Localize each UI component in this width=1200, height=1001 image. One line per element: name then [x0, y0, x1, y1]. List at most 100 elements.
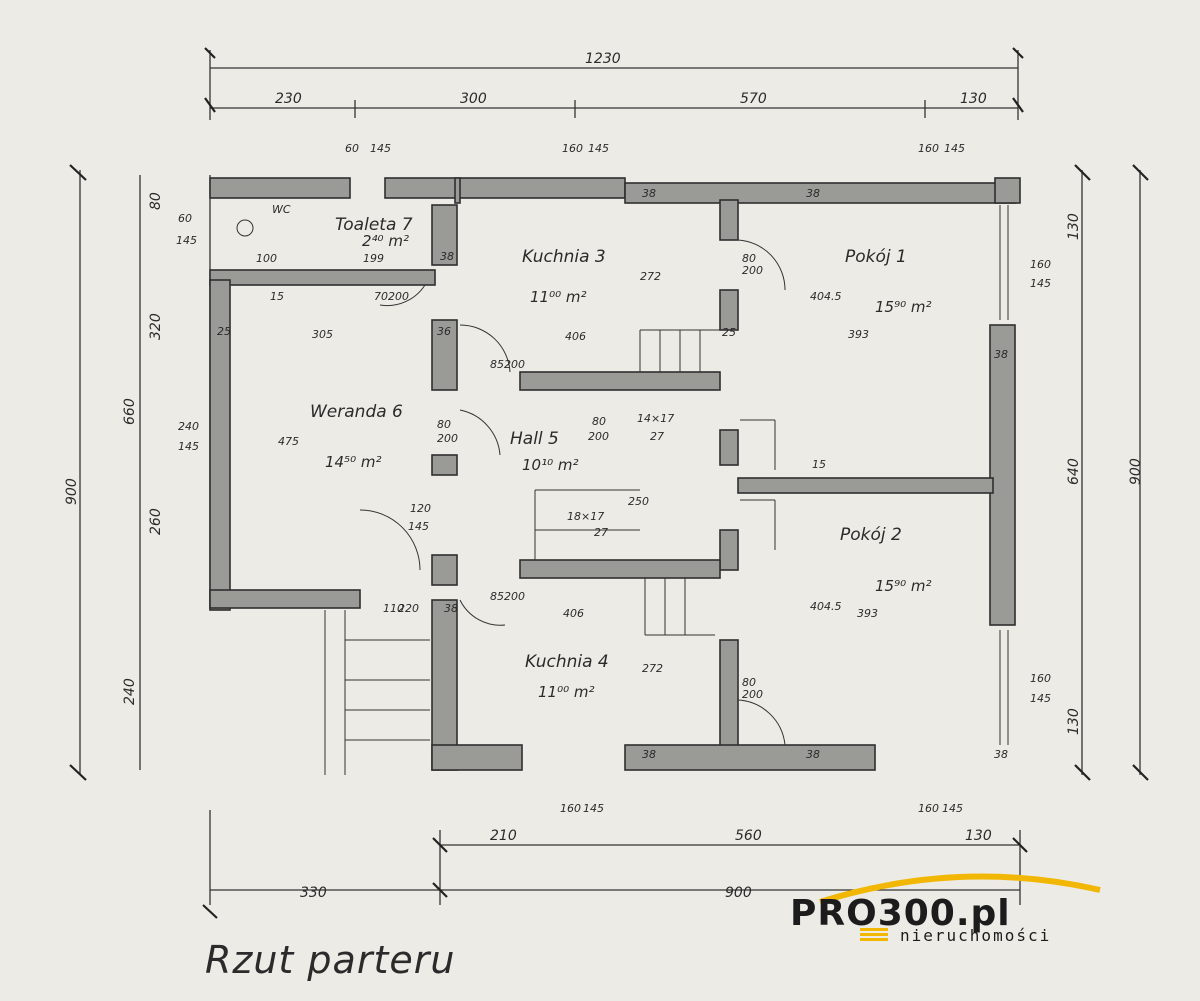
dim-label: 160 — [1030, 258, 1051, 271]
room-area-pokoj-2: 15⁹⁰ m² — [875, 577, 932, 595]
room-name-pokoj-1: Pokój 1 — [845, 247, 907, 267]
dim-label: 145 — [176, 234, 197, 247]
dim-label: 145 — [370, 142, 391, 155]
dim-label: 393 — [848, 328, 869, 341]
room-name-kuchnia-4: Kuchnia 4 — [525, 652, 609, 672]
dim-label: 120 — [410, 502, 431, 515]
dim-label: 200 — [504, 590, 525, 603]
dim-label: 85 — [490, 590, 504, 603]
logo-brand: PRO300.pl — [790, 893, 1011, 934]
dim-label: 200 — [504, 358, 525, 371]
dim-label: 27 — [650, 430, 664, 443]
dim-label: 145 — [588, 142, 609, 155]
dim-label: 25 — [217, 325, 231, 338]
dim-label: 70 — [374, 290, 388, 303]
dim-label: 160 — [562, 142, 583, 155]
dim-top-3: 570 — [740, 91, 767, 107]
dim-left-3: 660 — [122, 398, 138, 425]
dim-label: 240 — [178, 420, 199, 433]
dim-left-total: 900 — [64, 478, 80, 505]
dim-label: 80 — [437, 418, 451, 431]
dim-label: 145 — [1030, 277, 1051, 290]
dim-right-1: 130 — [1066, 213, 1082, 240]
dim-label: 272 — [642, 662, 663, 675]
room-area-kuchnia-4: 11⁰⁰ m² — [538, 683, 595, 701]
company-logo: PRO300.pl nieruchomości — [790, 868, 1150, 948]
dim-label: 406 — [565, 330, 586, 343]
dim-label: 38 — [806, 187, 820, 200]
dim-label: 38 — [642, 187, 656, 200]
logo-arc-icon — [819, 873, 1101, 905]
dim-left-5: 240 — [122, 678, 138, 705]
dim-label: 160 — [918, 802, 939, 815]
dim-label: 200 — [588, 430, 609, 443]
dim-label: 38 — [994, 348, 1008, 361]
room-name-hall-5: Hall 5 — [510, 429, 559, 449]
dim-top-2: 300 — [460, 91, 487, 107]
dim-label: 38 — [806, 748, 820, 761]
dim-top-4: 130 — [960, 91, 987, 107]
dim-label: 145 — [944, 142, 965, 155]
dim-bottom-1: 210 — [490, 828, 517, 844]
dim-label: 145 — [942, 802, 963, 815]
dim-bottom-total-1: 330 — [300, 885, 327, 901]
dim-label: 404.5 — [810, 600, 842, 613]
dim-label: 404.5 — [810, 290, 842, 303]
dim-label: 220 — [398, 602, 419, 615]
dim-label: 15 — [812, 458, 826, 471]
dim-label: 145 — [1030, 692, 1051, 705]
room-area-weranda-6: 14⁵⁰ m² — [325, 453, 382, 471]
dim-label: 406 — [563, 607, 584, 620]
dim-label: 27 — [594, 526, 608, 539]
dim-right-2: 640 — [1066, 458, 1082, 485]
dim-right-total: 900 — [1128, 458, 1144, 485]
dim-label: 38 — [440, 250, 454, 263]
room-name-pokoj-2: Pokój 2 — [840, 525, 902, 545]
dim-label: 200 — [742, 688, 763, 701]
dim-bottom-total-2: 900 — [725, 885, 752, 901]
dim-label: 475 — [278, 435, 299, 448]
plan-title: Rzut parteru — [205, 938, 456, 982]
dim-bottom-3: 130 — [965, 828, 992, 844]
dim-left-2: 320 — [148, 313, 164, 340]
dim-label: 80 — [592, 415, 606, 428]
room-area-toaleta-7: 2⁴⁰ m² — [362, 232, 409, 250]
dim-label: 38 — [642, 748, 656, 761]
dim-label: 145 — [583, 802, 604, 815]
dim-label: 199 — [363, 252, 384, 265]
dim-label: 305 — [312, 328, 333, 341]
dim-label: 60 — [345, 142, 359, 155]
dim-label: 272 — [640, 270, 661, 283]
room-name-weranda-6: Weranda 6 — [310, 402, 403, 422]
dim-label: 145 — [178, 440, 199, 453]
dim-label: 38 — [444, 602, 458, 615]
dim-label: 200 — [437, 432, 458, 445]
dim-left-1: 80 — [148, 192, 164, 210]
dim-label: 160 — [918, 142, 939, 155]
room-area-kuchnia-3: 11⁰⁰ m² — [530, 288, 587, 306]
dim-left-4: 260 — [148, 508, 164, 535]
logo-subtitle: nieruchomości — [900, 926, 1052, 945]
dim-label: 145 — [408, 520, 429, 533]
dim-label: 80 — [742, 676, 756, 689]
logo-bars-icon — [860, 928, 888, 942]
dim-label: 14×17 — [637, 412, 674, 425]
dim-label: 160 — [560, 802, 581, 815]
dim-label: 250 — [628, 495, 649, 508]
dim-label: 36 — [437, 325, 451, 338]
dim-label: 160 — [1030, 672, 1051, 685]
dim-label: 60 — [178, 212, 192, 225]
room-name-kuchnia-3: Kuchnia 3 — [522, 247, 606, 267]
dim-label: 25 — [722, 326, 736, 339]
room-area-pokoj-1: 15⁹⁰ m² — [875, 298, 932, 316]
dim-top-1: 230 — [275, 91, 302, 107]
dim-label: 393 — [857, 607, 878, 620]
dim-label: 38 — [994, 748, 1008, 761]
dim-right-3: 130 — [1066, 708, 1082, 735]
room-name-wc: WC — [272, 203, 291, 216]
dim-bottom-2: 560 — [735, 828, 762, 844]
dim-label: 15 — [270, 290, 284, 303]
dim-label: 100 — [256, 252, 277, 265]
dim-top-total: 1230 — [585, 51, 621, 67]
